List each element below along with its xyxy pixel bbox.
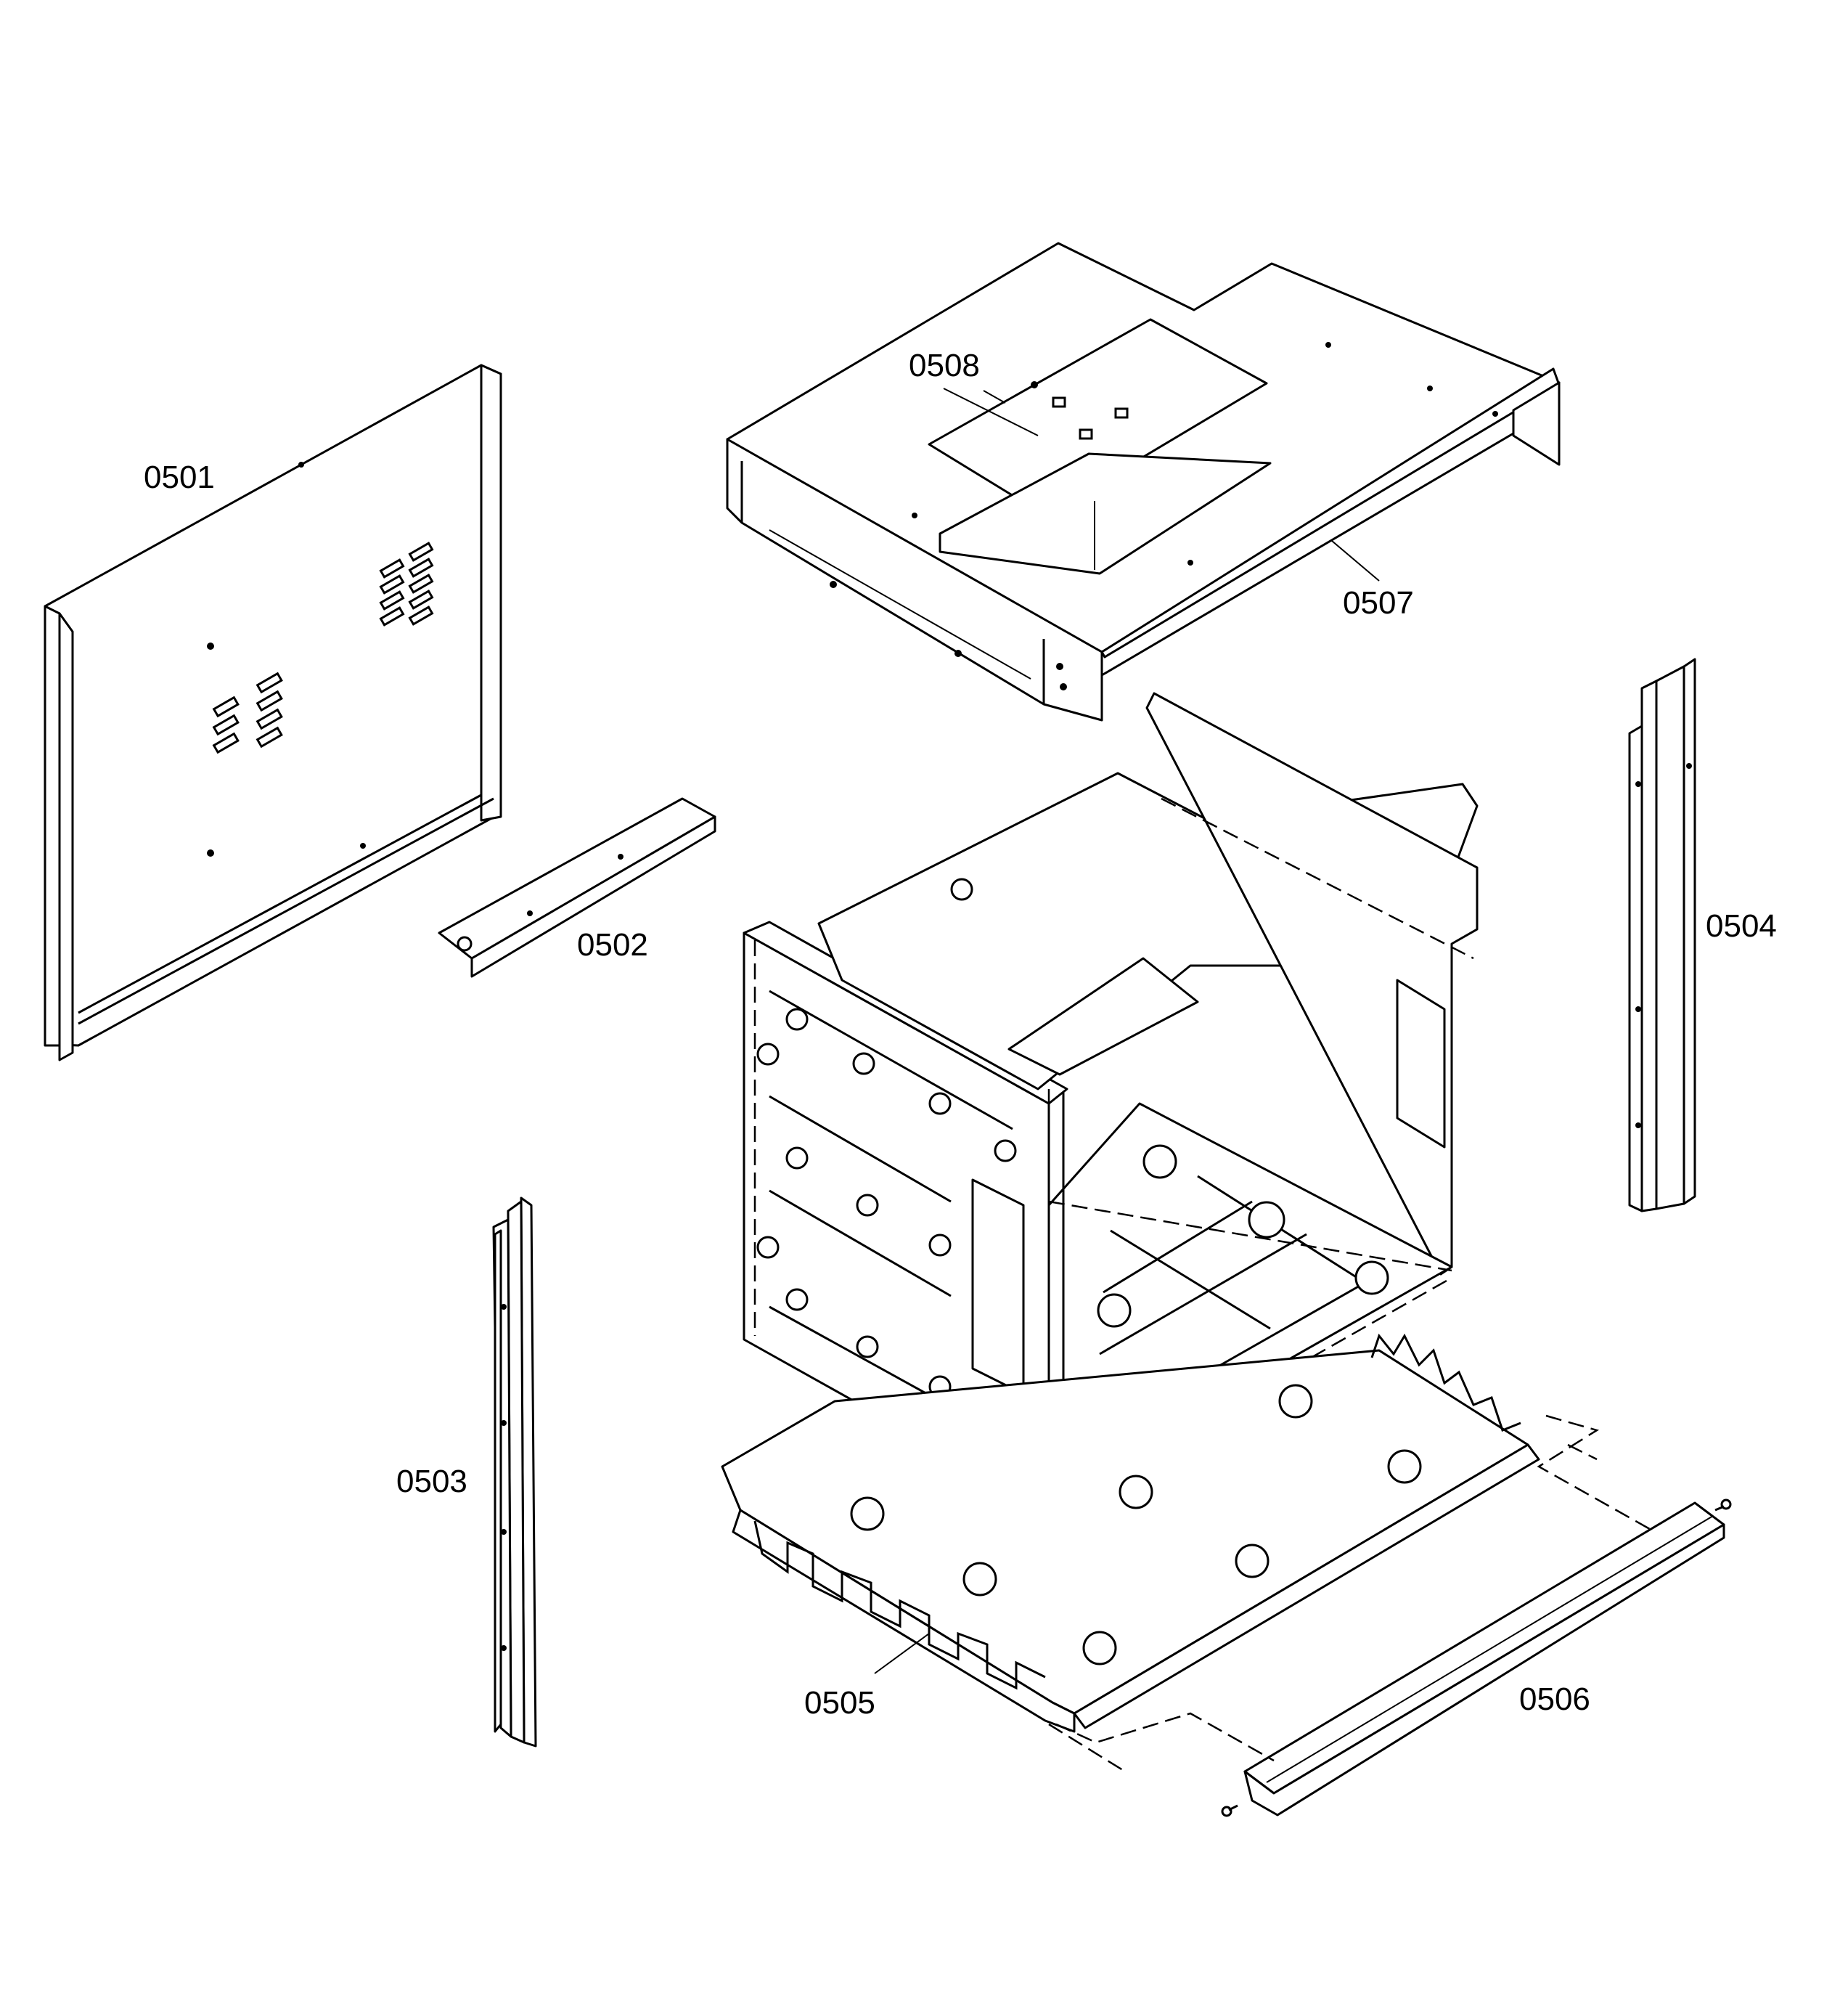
label-0505: 0505 — [804, 1685, 875, 1721]
vent-slots-center — [212, 672, 283, 754]
label-0503: 0503 — [396, 1464, 467, 1499]
part-0505-bottom-pan — [721, 1333, 1598, 1773]
part-0501-rear-panel — [44, 364, 502, 1061]
oven-cavity-frame — [743, 692, 1479, 1512]
leader-lines — [874, 388, 1380, 1674]
label-0506: 0506 — [1519, 1681, 1590, 1717]
label-0501: 0501 — [144, 460, 215, 495]
part-0508-access-plate — [928, 318, 1272, 575]
label-0502: 0502 — [577, 927, 648, 963]
part-0503-side-rail-left — [492, 1196, 537, 1748]
label-0504: 0504 — [1706, 908, 1777, 944]
label-0508: 0508 — [909, 348, 980, 383]
part-0506-front-trim — [1055, 1414, 1732, 1817]
part-0504-side-rail-right — [1628, 658, 1696, 1212]
vent-slots-upper — [379, 542, 434, 627]
label-0507: 0507 — [1343, 585, 1414, 621]
part-0502-support-rail — [438, 797, 716, 978]
